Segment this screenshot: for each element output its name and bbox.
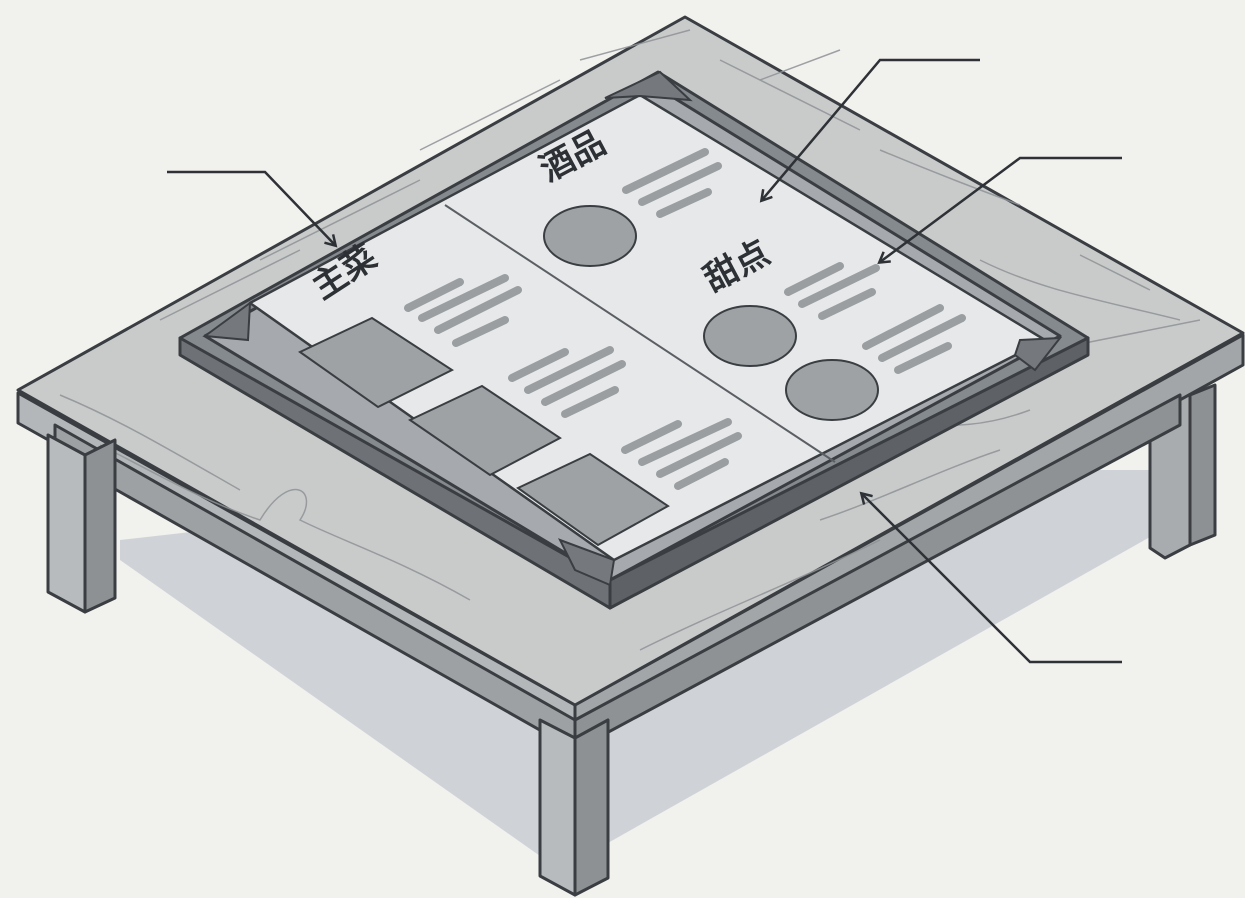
drink-thumbnail: [544, 206, 636, 266]
dessert-thumbnail: [786, 360, 878, 420]
dessert-thumbnail: [704, 306, 796, 366]
